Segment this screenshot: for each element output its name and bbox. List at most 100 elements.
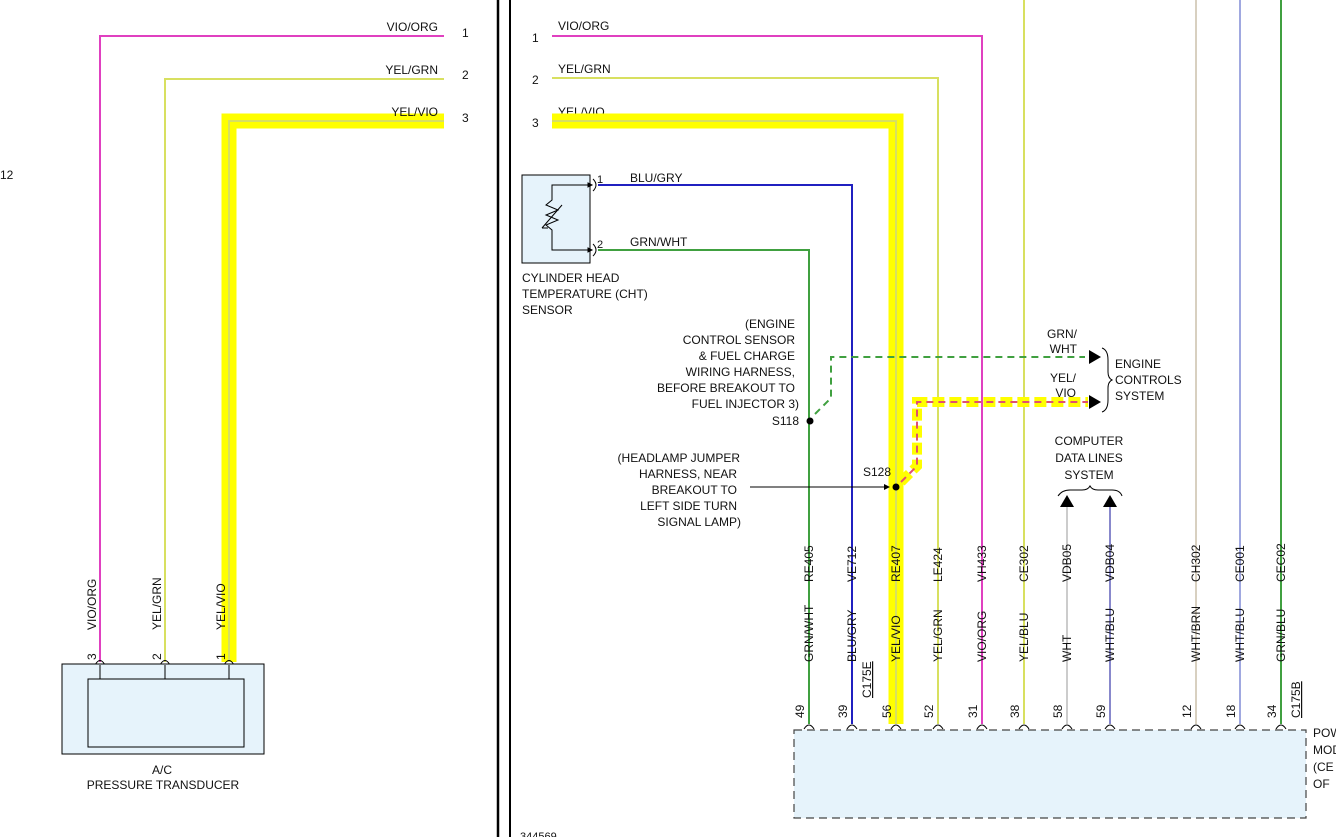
pin-number-1: 1 [462, 26, 469, 40]
s118-note-5: BEFORE BREAKOUT TO [657, 381, 795, 395]
splice-s128 [892, 483, 900, 491]
data-lines-label-3: SYSTEM [1064, 468, 1113, 482]
s118-note-1: (ENGINE [745, 317, 795, 331]
engine-controls-brace [1101, 347, 1114, 413]
wire-color-label: WHT/BLU [1233, 608, 1247, 662]
circuit-id-label: CH302 [1189, 544, 1203, 582]
cht-pin2-chevron [592, 243, 597, 257]
circuit-id-label: CE001 [1233, 545, 1247, 582]
pcm-pin-connector [932, 724, 944, 730]
engine-wire2-label-1: YEL/ [1050, 371, 1077, 385]
pcm-label-4: OF [1313, 777, 1330, 791]
wire-yel-vio-right [552, 120, 897, 724]
wire-vio-org-left [99, 35, 444, 662]
pcm-pin-connector [1190, 724, 1202, 730]
transducer-label-line2: PRESSURE TRANSDUCER [87, 778, 240, 792]
s118-note-6: FUEL INJECTOR 3) [692, 397, 799, 411]
pcm-pin-connector [1104, 724, 1116, 730]
wire-vio-org-right [552, 35, 983, 724]
pin-number-2-right: 2 [532, 73, 539, 87]
cht-pin1: 1 [597, 174, 603, 186]
pcm-pin-number: 38 [1008, 704, 1022, 718]
engine-controls-label-2: CONTROLS [1115, 373, 1182, 387]
circuit-id-label: LE424 [931, 547, 945, 582]
wire-color-label: WHT/BRN [1189, 606, 1203, 662]
circuit-id-label: CE302 [1017, 545, 1031, 582]
engine-controls-label-3: SYSTEM [1115, 389, 1164, 403]
circuit-id-label: RE407 [889, 545, 903, 582]
cht-label-3: SENSOR [522, 303, 573, 317]
transducer-pin-3: 3 [85, 653, 99, 660]
cht-label-2: TEMPERATURE (CHT) [522, 287, 648, 301]
data-lines-label-1: COMPUTER [1055, 434, 1124, 448]
transducer-pin-2: 2 [150, 653, 164, 660]
transducer-pin-1: 1 [214, 653, 228, 660]
s128-label: S128 [863, 465, 891, 479]
wire-blu-gry [598, 184, 853, 724]
wire-grn-wht [598, 249, 810, 724]
pcm-pin-number: 34 [1265, 704, 1279, 718]
wire-label-vio-org-vertical: VIO/ORG [85, 579, 99, 630]
wire-color-label: YEL/GRN [931, 609, 945, 662]
wire-color-label: VIO/ORG [975, 611, 989, 662]
s118-note-4: WIRING HARNESS, [686, 365, 795, 379]
pcm-pin-number: 52 [922, 704, 936, 718]
wire-color-label: WHT [1060, 634, 1074, 662]
pcm-pin-connector [1018, 724, 1030, 730]
circuit-id-label: RE405 [802, 545, 816, 582]
pcm-label-2: MOD [1313, 743, 1336, 757]
powertrain-control-module [793, 729, 1307, 819]
s128-note-3: BREAKOUT TO [652, 483, 737, 497]
wire-label-yel-grn-vertical: YEL/GRN [150, 577, 164, 630]
engine-controls-label-1: ENGINE [1115, 357, 1161, 371]
pin-number-2: 2 [462, 68, 469, 82]
wire-color-label: GRN/WHT [802, 604, 816, 662]
wire-color-label: WHT/BLU [1103, 608, 1117, 662]
pcm-pin-number: 56 [880, 704, 894, 718]
pcm-pin-connector [976, 724, 988, 730]
pcm-pin-number: 59 [1094, 704, 1108, 718]
transducer-inner-box [87, 678, 245, 748]
data-lines-brace [1057, 484, 1123, 497]
pcm-pin-connector [846, 724, 858, 730]
pcm-pin-connector [1275, 724, 1287, 730]
pcm-label-1: POW [1313, 726, 1336, 740]
pcm-pin-number: 39 [836, 704, 850, 718]
splice-s118 [806, 417, 814, 425]
pcm-pin-connector [890, 724, 902, 730]
wire-yel-vio-branch [900, 401, 1088, 483]
engine-wire1-label-1: GRN/ [1047, 327, 1078, 341]
circuit-id-label: VE712 [845, 546, 859, 582]
circuit-id-label: VDB04 [1103, 544, 1117, 582]
s128-note-2: HARNESS, NEAR [639, 467, 737, 481]
can-plus-arrow [1103, 495, 1117, 507]
can-minus-arrow [1060, 495, 1074, 507]
wire-label-vio-org-right: VIO/ORG [558, 19, 609, 33]
pin-number-3-right: 3 [532, 116, 539, 130]
wire-color-label: YEL/VIO [889, 615, 903, 662]
pin-number-1-right: 1 [532, 31, 539, 45]
engine-wire1-label-2: WHT [1050, 342, 1078, 356]
wire-label-1: VIO/ORG [387, 20, 438, 34]
s118-note-3: & FUEL CHARGE [699, 349, 795, 363]
s128-leader-arrow [884, 484, 890, 490]
wire-yel-vio-left-highlight [221, 113, 444, 662]
wire-label-2: YEL/GRN [385, 63, 438, 77]
cht-label-1: CYLINDER HEAD [522, 271, 620, 285]
pcm-pin-number: 58 [1051, 704, 1065, 718]
pcm-pin-number: 18 [1224, 704, 1238, 718]
engine-controls-arrow-2 [1089, 395, 1101, 409]
s118-note-2: CONTROL SENSOR [683, 333, 796, 347]
pcm-label-3: (CE [1313, 760, 1334, 774]
data-lines-label-2: DATA LINES [1055, 451, 1123, 465]
pcm-pin-number: 12 [1180, 704, 1194, 718]
wire-label-3: YEL/VIO [391, 105, 438, 119]
wire-color-label: YEL/BLU [1017, 613, 1031, 662]
s128-note-5: SIGNAL LAMP) [657, 515, 741, 529]
wire-yel-grn-left [164, 78, 444, 662]
wire-label-yel-grn-right: YEL/GRN [558, 62, 611, 76]
cht-pin2: 2 [597, 239, 603, 251]
pcm-pin-number: 49 [793, 704, 807, 718]
cht-pin1-chevron [592, 178, 597, 192]
